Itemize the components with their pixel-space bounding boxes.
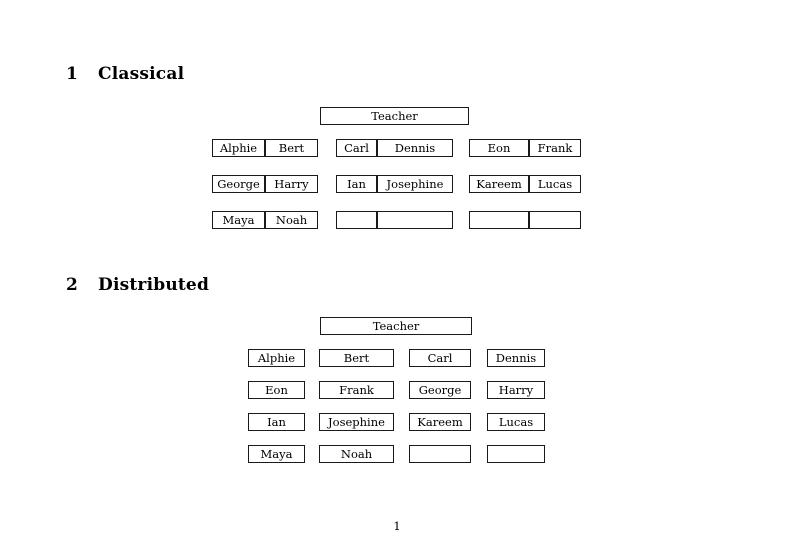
cell-student: Lucas bbox=[487, 413, 545, 431]
cell-student: Frank bbox=[319, 381, 394, 399]
cell-student: Noah bbox=[319, 445, 394, 463]
cell-student: Eon bbox=[248, 381, 305, 399]
cell-student: Maya bbox=[212, 211, 265, 229]
teacher-box-classical: Teacher bbox=[320, 107, 469, 125]
cell-student: Harry bbox=[265, 175, 318, 193]
cell-student: Bert bbox=[265, 139, 318, 157]
row-spacer bbox=[336, 193, 453, 211]
table-row: Kareem Lucas bbox=[469, 175, 581, 193]
cell-student: Carl bbox=[336, 139, 377, 157]
table-row: George Harry bbox=[212, 175, 318, 193]
table-row bbox=[336, 211, 453, 229]
cell-student: Alphie bbox=[212, 139, 265, 157]
cell-student: Josephine bbox=[319, 413, 394, 431]
section-title: Classical bbox=[98, 64, 185, 84]
table-row: Eon Frank bbox=[469, 139, 581, 157]
section-heading-classical: 1 Classical bbox=[66, 64, 184, 84]
table-row: Alphie Bert Carl Dennis bbox=[248, 349, 545, 381]
table-row: Carl Dennis bbox=[336, 139, 453, 157]
table-row: Eon Frank George Harry bbox=[248, 381, 545, 413]
table-row: Maya Noah bbox=[248, 445, 545, 477]
row-spacer bbox=[212, 157, 318, 175]
section-number: 1 bbox=[66, 64, 79, 84]
table-row: Maya Noah bbox=[212, 211, 318, 229]
section-title: Distributed bbox=[98, 275, 210, 295]
row-spacer bbox=[336, 157, 453, 175]
cell-student: Harry bbox=[487, 381, 545, 399]
cell-student: Kareem bbox=[409, 413, 471, 431]
page-number: 1 bbox=[393, 519, 401, 533]
cell-student: George bbox=[409, 381, 471, 399]
cell-student: Noah bbox=[265, 211, 318, 229]
cell-empty bbox=[377, 211, 453, 229]
cell-student: Frank bbox=[529, 139, 581, 157]
cell-empty bbox=[469, 211, 529, 229]
cell-student: Ian bbox=[248, 413, 305, 431]
section-heading-distributed: 2 Distributed bbox=[66, 275, 209, 295]
cell-student: Dennis bbox=[377, 139, 453, 157]
cell-student: Maya bbox=[248, 445, 305, 463]
cell-student: Dennis bbox=[487, 349, 545, 367]
cell-student: Bert bbox=[319, 349, 394, 367]
section-number: 2 bbox=[66, 275, 79, 295]
cell-student: Eon bbox=[469, 139, 529, 157]
cell-student: Josephine bbox=[377, 175, 453, 193]
table-row bbox=[469, 211, 581, 229]
row-spacer bbox=[469, 157, 581, 175]
cell-student: Alphie bbox=[248, 349, 305, 367]
cell-empty bbox=[487, 445, 545, 463]
classical-group-b: Carl Dennis Ian Josephine bbox=[336, 139, 453, 229]
classical-group-c: Eon Frank Kareem Lucas bbox=[469, 139, 581, 229]
distributed-grid: Alphie Bert Carl Dennis Eon Frank George… bbox=[248, 349, 545, 477]
cell-empty bbox=[336, 211, 377, 229]
table-row: Ian Josephine bbox=[336, 175, 453, 193]
cell-empty bbox=[409, 445, 471, 463]
row-spacer bbox=[212, 193, 318, 211]
classical-group-a: Alphie Bert George Harry Maya Noah bbox=[212, 139, 318, 229]
cell-student: Ian bbox=[336, 175, 377, 193]
teacher-box-distributed: Teacher bbox=[320, 317, 472, 335]
cell-student: Kareem bbox=[469, 175, 529, 193]
table-row: Ian Josephine Kareem Lucas bbox=[248, 413, 545, 445]
cell-empty bbox=[529, 211, 581, 229]
table-row: Alphie Bert bbox=[212, 139, 318, 157]
cell-student: Lucas bbox=[529, 175, 581, 193]
cell-student: George bbox=[212, 175, 265, 193]
cell-student: Carl bbox=[409, 349, 471, 367]
row-spacer bbox=[469, 193, 581, 211]
